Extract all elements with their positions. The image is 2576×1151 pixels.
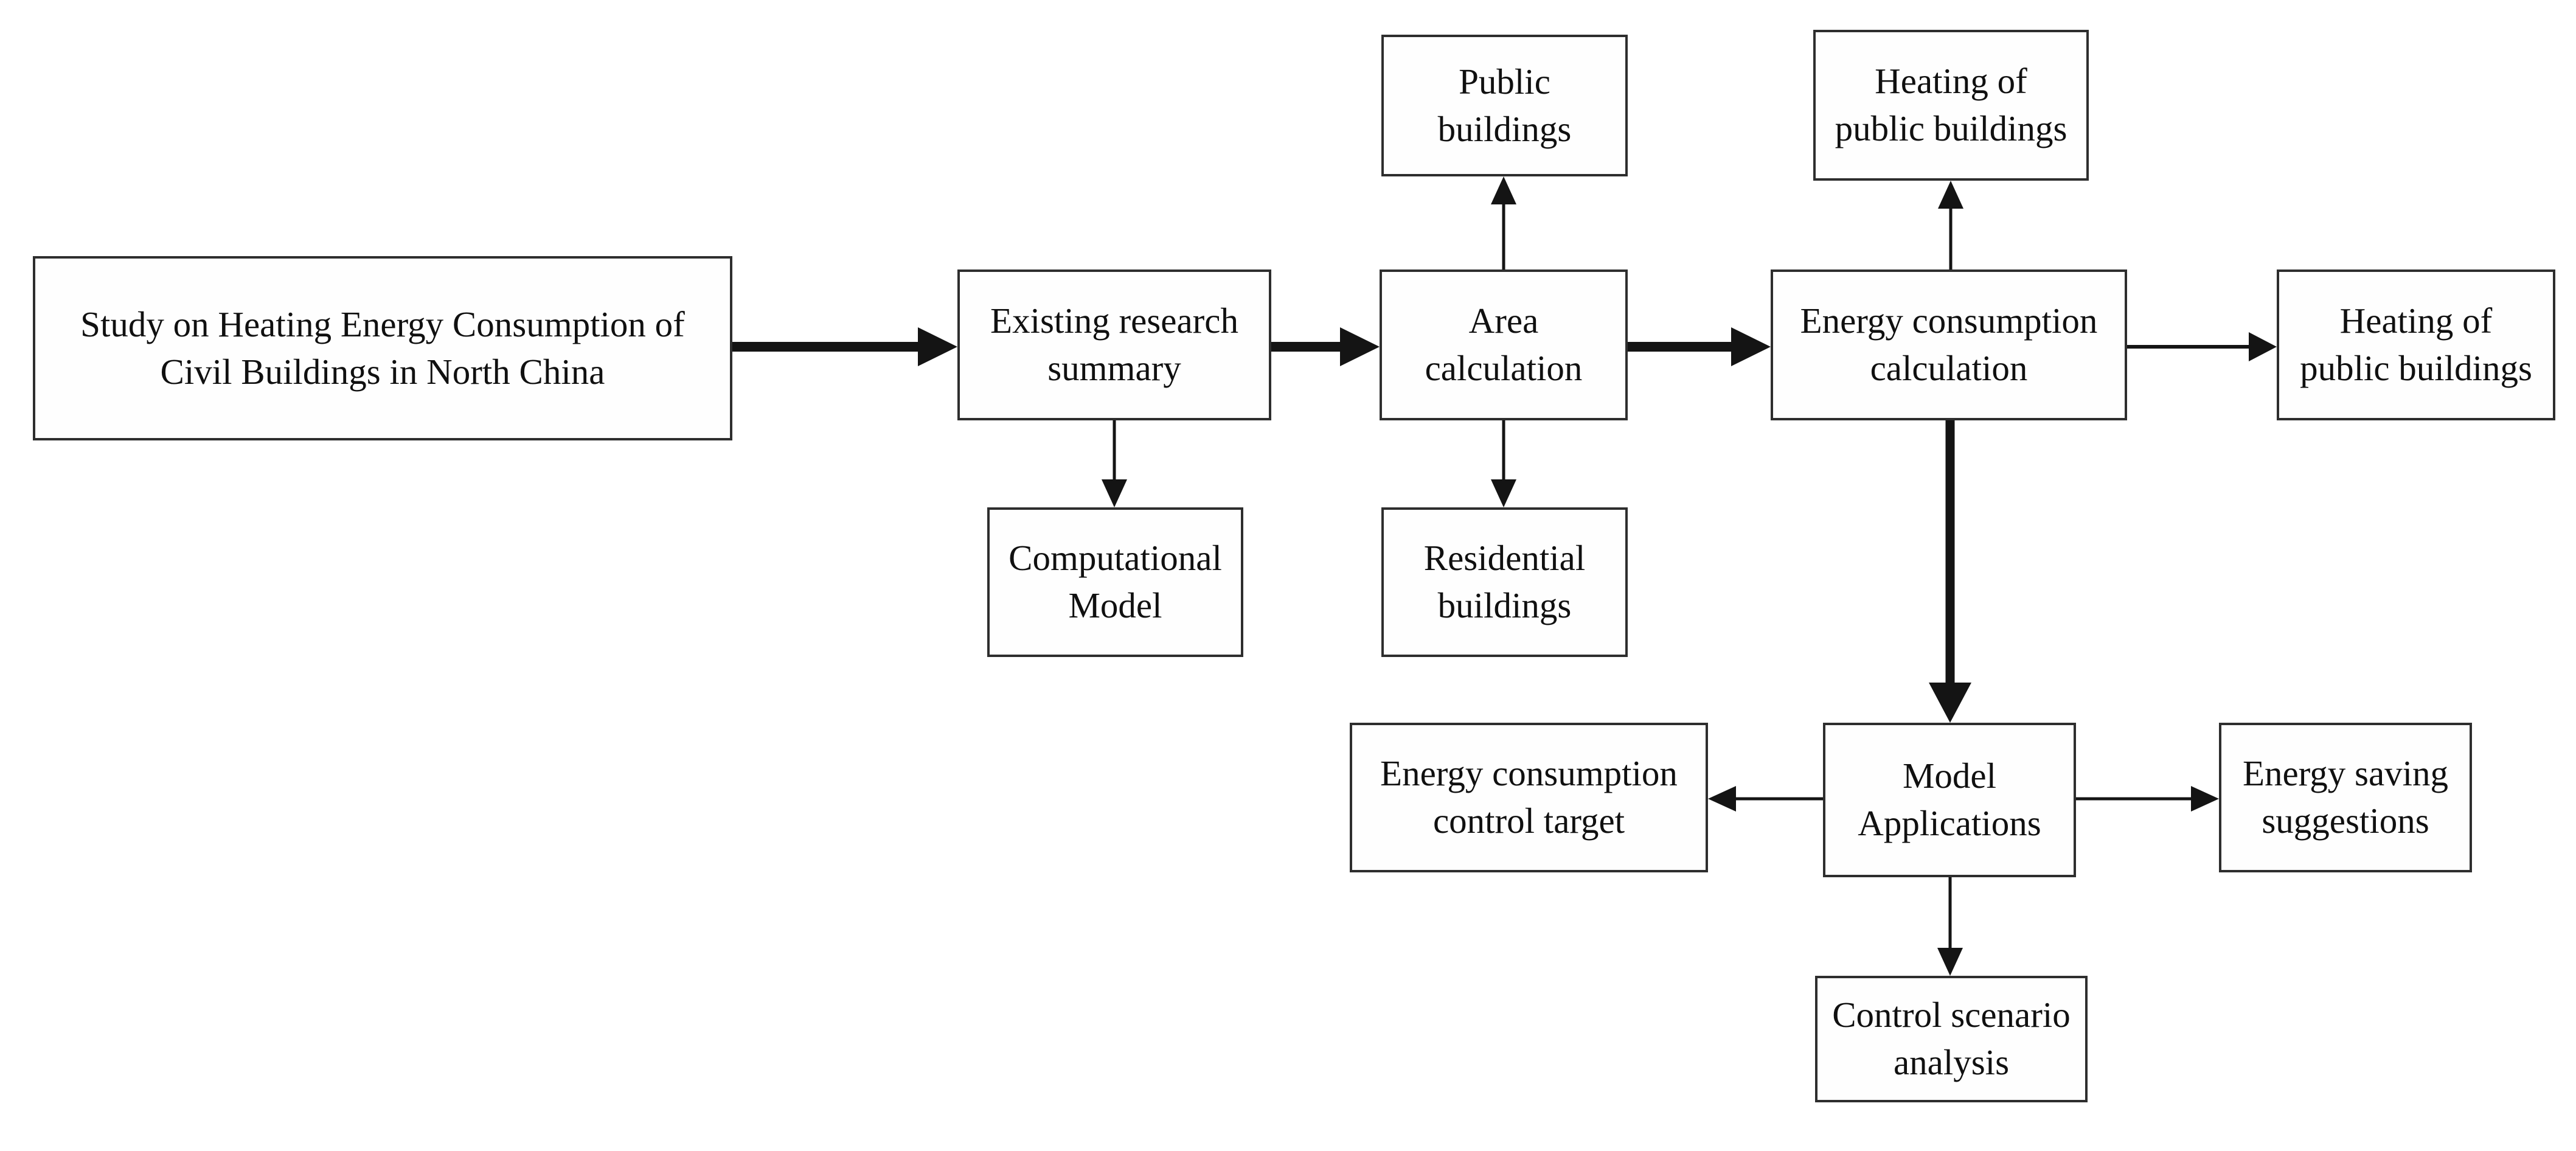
node-area-calculation: Area calculation bbox=[1380, 269, 1628, 420]
node-control-scenario-analysis: Control scenario analysis bbox=[1815, 976, 2088, 1102]
node-public-buildings: Public buildings bbox=[1381, 35, 1628, 176]
arrow-study-to-existing-research bbox=[732, 327, 957, 366]
node-model-applications: Model Applications bbox=[1823, 723, 2076, 877]
arrow-energy-calculation-to-model-applications bbox=[1929, 420, 1971, 723]
arrow-existing-research-to-computational-model bbox=[1102, 420, 1127, 507]
arrow-model-applications-to-control-scenario bbox=[1937, 877, 1963, 976]
arrow-area-calculation-to-public-buildings bbox=[1491, 176, 1516, 272]
node-energy-saving-suggestions: Energy saving suggestions bbox=[2219, 723, 2472, 872]
node-energy-consumption-control-target: Energy consumption control target bbox=[1350, 723, 1708, 872]
arrow-energy-calculation-to-heating-public-right bbox=[2127, 332, 2277, 361]
node-residential-buildings: Residential buildings bbox=[1381, 507, 1628, 657]
node-energy-consumption-calculation: Energy consumption calculation bbox=[1771, 269, 2127, 420]
node-computational-model: Computational Model bbox=[987, 507, 1243, 657]
arrow-existing-research-to-area-calculation bbox=[1271, 327, 1380, 366]
node-heating-of-public-buildings-top: Heating of public buildings bbox=[1813, 30, 2089, 181]
arrow-model-applications-to-control-target bbox=[1708, 786, 1823, 812]
node-existing-research-summary: Existing research summary bbox=[957, 269, 1271, 420]
node-heating-of-public-buildings-right: Heating of public buildings bbox=[2277, 269, 2555, 420]
arrow-area-calculation-to-residential-buildings bbox=[1491, 420, 1516, 507]
arrow-model-applications-to-energy-saving bbox=[2076, 786, 2219, 812]
arrow-area-calculation-to-energy-calculation bbox=[1628, 327, 1771, 366]
arrow-energy-calculation-to-heating-public-top bbox=[1938, 181, 1963, 272]
node-study-title: Study on Heating Energy Consumption of C… bbox=[33, 256, 732, 440]
